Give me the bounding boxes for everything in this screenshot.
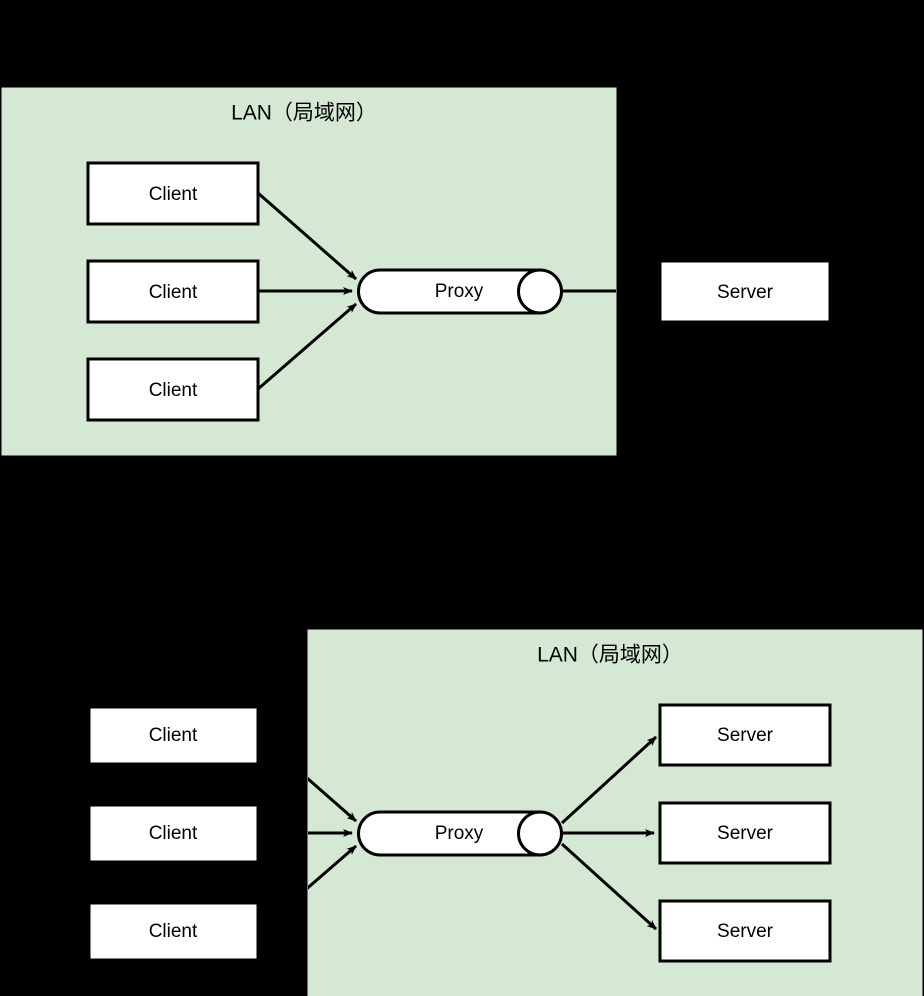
node-client-top-2-label: Client: [149, 282, 198, 303]
diagram-reverse-proxy: LAN（局域网） Client Client Clien: [87, 629, 923, 996]
node-server-bottom-2-label: Server: [717, 823, 774, 844]
edge-client3-to-proxy-bottom: [308, 844, 357, 890]
node-server-top-1: Server: [658, 259, 832, 324]
node-proxy-bottom: Proxy: [357, 810, 563, 857]
edge-client1-to-proxy-bottom: [308, 776, 357, 823]
node-proxy-bottom-label: Proxy: [435, 823, 484, 844]
node-server-top-1-label: Server: [717, 282, 774, 303]
lan-group-title-top: LAN（局域网）: [231, 102, 377, 125]
node-proxy-top: Proxy: [357, 268, 563, 315]
node-client-bottom-3-label: Client: [149, 921, 198, 942]
diagram-forward-proxy: LAN（局域网） Client Client Client: [1, 87, 832, 456]
node-client-top-2: Client: [86, 259, 260, 324]
node-client-bottom-2: Client: [87, 803, 260, 864]
edge-client3-to-proxy-top: [257, 302, 357, 391]
node-client-bottom-2-label: Client: [149, 823, 198, 844]
node-server-bottom-2: Server: [658, 801, 832, 865]
node-proxy-top-label: Proxy: [435, 281, 484, 302]
edge-proxy-to-server3-bottom: [560, 842, 658, 931]
node-client-bottom-1: Client: [87, 705, 260, 766]
node-server-bottom-3-label: Server: [717, 921, 774, 942]
node-server-bottom-1: Server: [658, 703, 832, 767]
node-server-bottom-1-label: Server: [717, 725, 774, 746]
lan-group-title-bottom: LAN（局域网）: [537, 644, 683, 667]
node-client-top-3: Client: [86, 357, 260, 422]
node-client-bottom-1-label: Client: [149, 725, 198, 746]
node-server-bottom-3: Server: [658, 899, 832, 963]
node-client-bottom-3: Client: [87, 901, 260, 962]
node-client-top-1: Client: [86, 161, 260, 226]
node-client-top-1-label: Client: [149, 184, 198, 205]
edge-client1-to-proxy-top: [257, 191, 357, 281]
edge-proxy-to-server1-bottom: [560, 735, 658, 825]
node-client-top-3-label: Client: [149, 380, 198, 401]
